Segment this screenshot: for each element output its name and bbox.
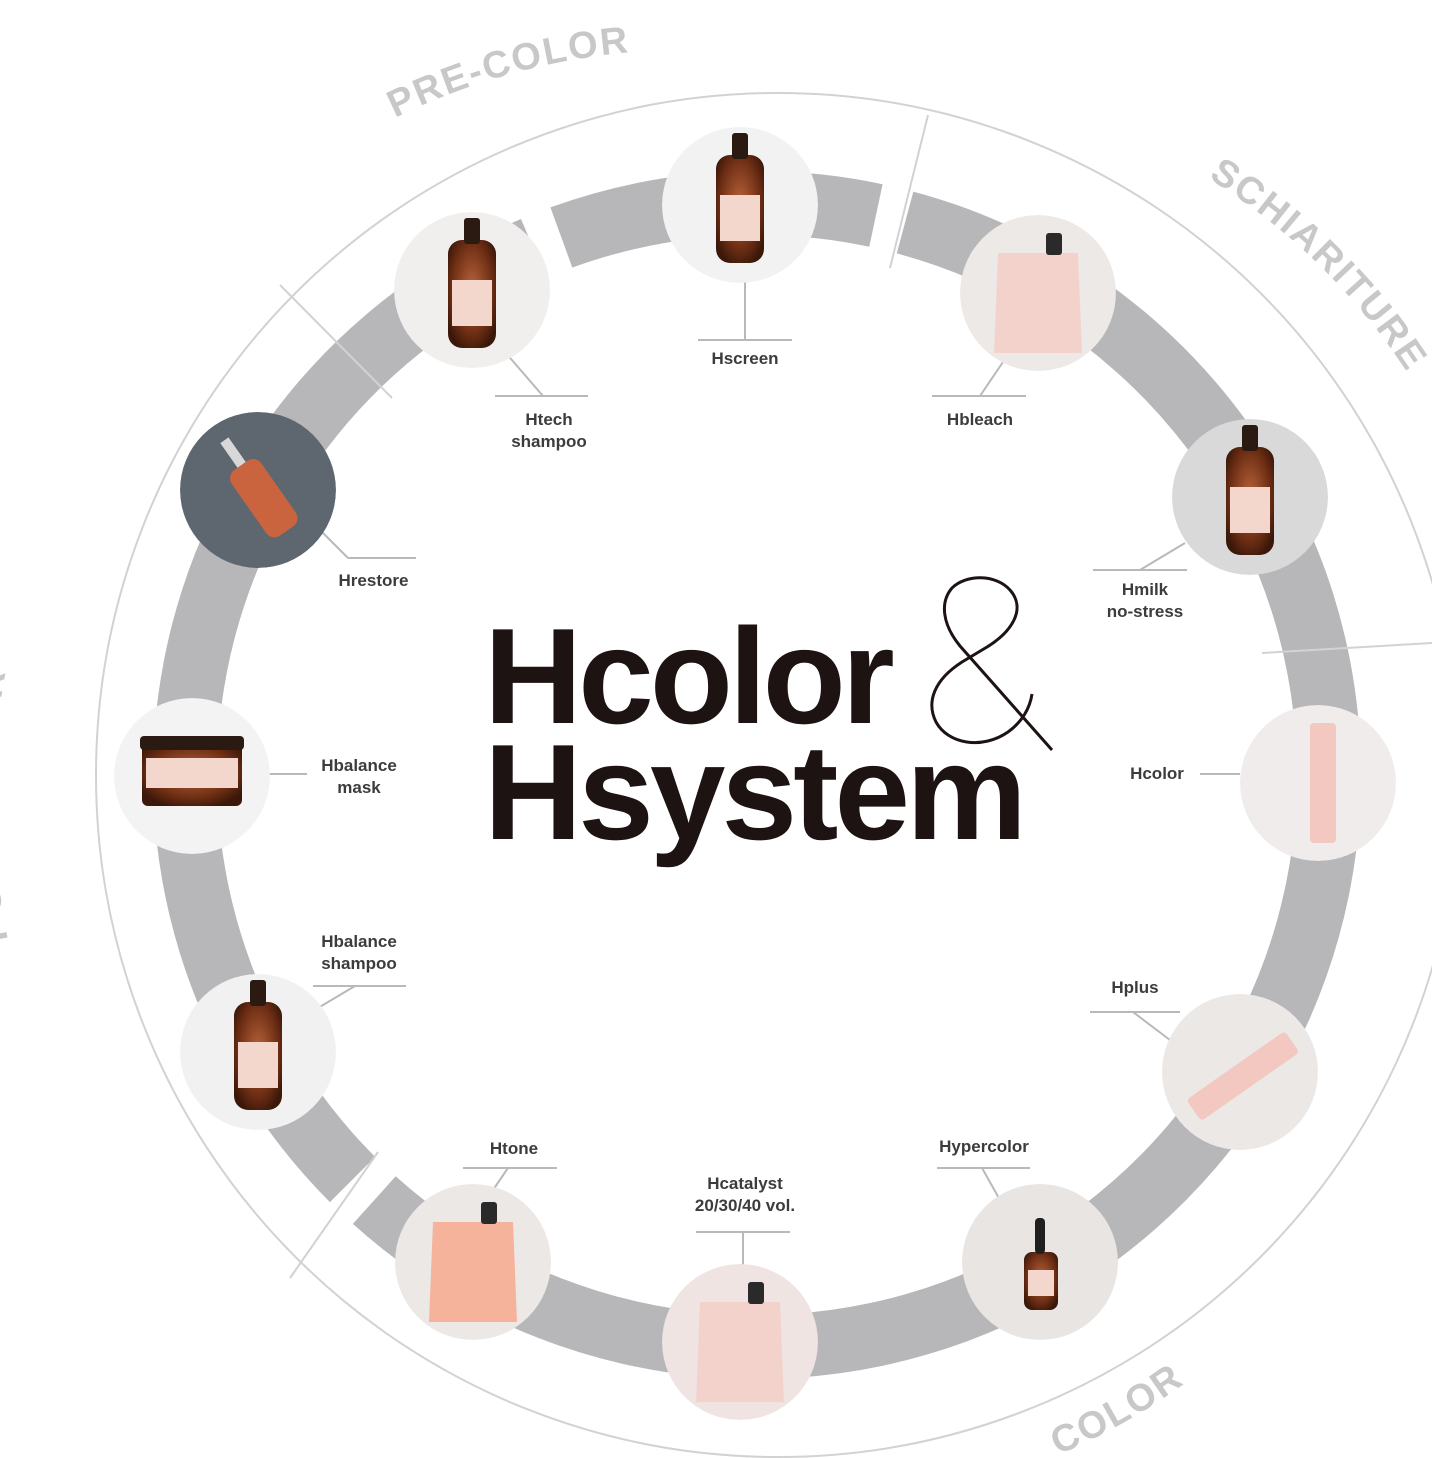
label-htech-shampoo: Htech shampoo <box>511 410 587 451</box>
photo-hrestore <box>180 412 336 568</box>
label-hscreen: Hscreen <box>711 349 779 368</box>
phase-label-pre-color: PRE-COLOR <box>381 19 632 126</box>
label-hmilk: Hmilk no-stress <box>1106 580 1184 621</box>
photo-htone <box>395 1184 551 1340</box>
photo-hscreen <box>662 127 818 283</box>
outer-ring <box>95 92 1432 1458</box>
photo-hbalance-shampoo <box>180 974 336 1130</box>
photo-hcatalyst <box>662 1264 818 1420</box>
label-hrestore: Hrestore <box>338 571 409 590</box>
label-hbalance-shampoo: Hbalance shampoo <box>321 932 397 973</box>
product-photos <box>114 127 1396 1420</box>
label-hypercolor: Hypercolor <box>939 1137 1029 1156</box>
label-hcolor: Hcolor <box>1130 764 1184 783</box>
photo-htech-shampoo <box>394 212 550 368</box>
leader-lines <box>267 280 1240 1270</box>
label-hplus: Hplus <box>1111 978 1159 997</box>
phase-label-schiariture: SCHIARITURE <box>1203 150 1432 378</box>
ampersand-glyph: & <box>930 576 1054 751</box>
title-line-1: Hcolor <box>484 600 895 752</box>
label-hbleach: Hbleach <box>946 410 1014 429</box>
label-hbalance-mask: Hbalance mask <box>321 756 397 797</box>
photo-hbleach <box>960 215 1116 371</box>
photo-hmilk <box>1172 419 1328 575</box>
photo-hbalance-mask <box>114 698 270 854</box>
phase-label-color: COLOR <box>1044 1356 1191 1458</box>
label-htone: Htone <box>489 1139 539 1158</box>
photo-hypercolor <box>962 1184 1118 1340</box>
diagram-title: Hcolor Hsystem <box>484 600 1027 868</box>
phase-label-post-color: POST-COLOR <box>0 665 17 946</box>
ring-segment <box>352 764 1361 1380</box>
photo-hcolor <box>1240 705 1396 861</box>
title-line-2: Hsystem <box>484 716 1027 868</box>
phase-dividers <box>279 114 1432 1279</box>
label-hcatalyst: Hcatalyst 20/30/40 vol. <box>694 1174 796 1215</box>
photo-hplus <box>1162 994 1318 1150</box>
